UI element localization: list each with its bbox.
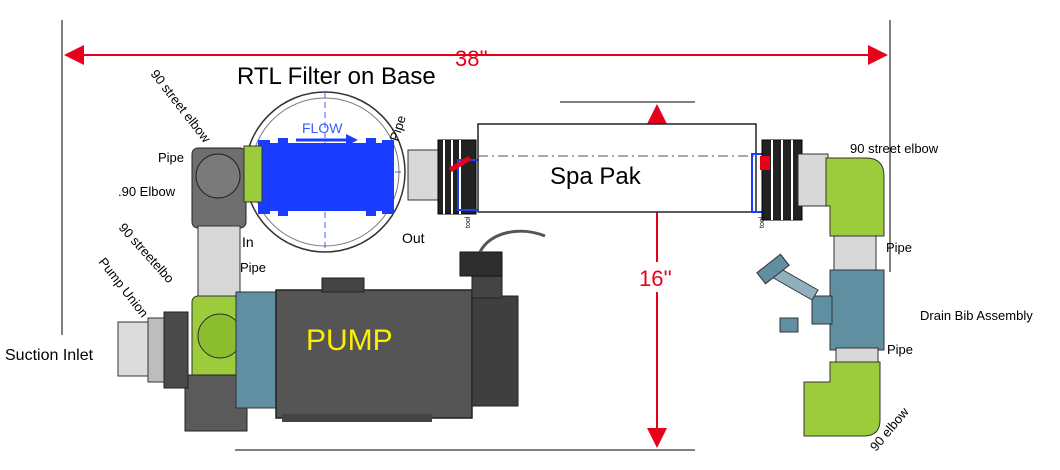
left-plumbing <box>117 145 263 432</box>
pipe-label-lower: Pipe <box>240 260 266 275</box>
pipe-label-right-upper: Pipe <box>886 240 912 255</box>
dimension-38in: 38'' <box>61 20 891 335</box>
flow-label: FLOW <box>302 120 343 136</box>
pump-union-label: Pump Union <box>96 255 152 321</box>
dimension-16in: 16'' <box>235 101 695 451</box>
height-dimension-label: 16'' <box>639 266 672 291</box>
suction-inlet-label: Suction Inlet <box>5 347 94 364</box>
spa-pak-outlet <box>751 139 829 221</box>
spa-pak: Spa Pak <box>477 123 757 213</box>
tool-label-left: tool <box>465 216 472 228</box>
street-elbow-top-label: 90 street elbow <box>148 67 214 146</box>
diagram-title: RTL Filter on Base <box>237 63 436 90</box>
elbow-90-label: .90 Elbow <box>118 184 176 199</box>
street-elbow-right-label: 90 street elbow <box>850 141 939 156</box>
right-plumbing <box>756 157 885 437</box>
width-dimension-label: 38'' <box>455 46 488 71</box>
pipe-label-right-lower: Pipe <box>887 342 913 357</box>
filter-out-label: Out <box>402 230 425 246</box>
filter-in-label: In <box>242 234 254 250</box>
pipe-label-filter: Pipe <box>387 114 409 143</box>
spa-pak-label: Spa Pak <box>550 163 642 190</box>
rtl-filter: FLOW In Out <box>242 91 425 253</box>
spa-pak-inlet <box>407 139 481 215</box>
tool-label-right: tool <box>759 216 766 228</box>
pump-label: PUMP <box>306 324 393 357</box>
pump: PUMP <box>235 229 546 422</box>
pipe-label-left: Pipe <box>158 150 184 165</box>
drain-bib-label: Drain Bib Assembly <box>920 308 1033 323</box>
